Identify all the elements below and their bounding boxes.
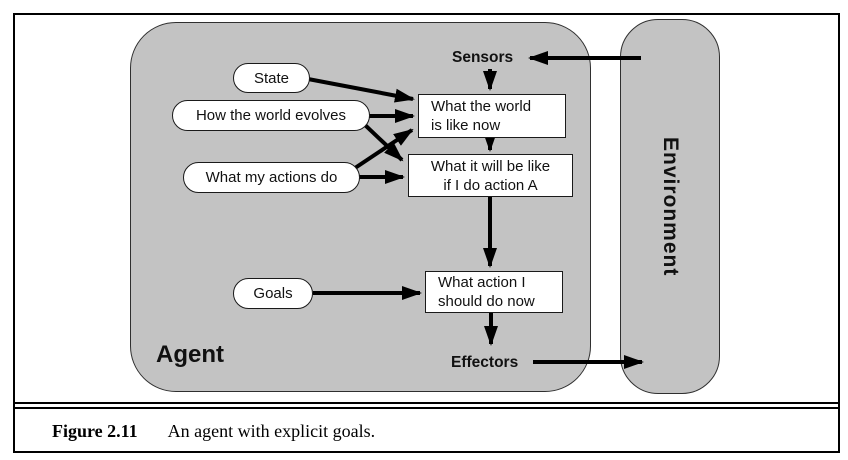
node-world-if-action-line1: What it will be like xyxy=(430,157,551,175)
node-what-actions-do: What my actions do xyxy=(183,162,360,193)
sensors-label: Sensors xyxy=(452,49,514,66)
environment-container: Environment xyxy=(620,19,720,394)
agent-container xyxy=(130,22,591,392)
node-goals-label: Goals xyxy=(253,285,293,302)
caption-separator-bottom xyxy=(13,407,840,409)
effectors-label: Effectors xyxy=(451,354,519,371)
node-what-actions-do-label: What my actions do xyxy=(205,169,338,186)
environment-label: Environment xyxy=(659,136,682,277)
figure-caption: Figure 2.11 An agent with explicit goals… xyxy=(52,421,375,442)
node-action-now-line2: should do now xyxy=(438,293,535,310)
node-how-world-evolves-label: How the world evolves xyxy=(195,107,347,124)
node-world-if-action-line2: if I do action A xyxy=(443,176,538,194)
node-state: State xyxy=(233,63,310,93)
node-world-now-line1: What the world xyxy=(431,98,532,115)
node-how-world-evolves: How the world evolves xyxy=(172,100,370,131)
caption-separator-top xyxy=(13,402,840,404)
node-action-now: What action I should do now xyxy=(425,271,563,313)
agent-label: Agent xyxy=(156,341,224,368)
figure-caption-text: An agent with explicit goals. xyxy=(167,421,376,441)
figure-caption-number: Figure 2.11 xyxy=(52,421,138,441)
node-action-now-line1: What action I xyxy=(438,274,526,291)
node-world-if-action: What it will be like if I do action A xyxy=(408,154,573,197)
node-world-now-line2: is like now xyxy=(431,117,501,134)
node-state-label: State xyxy=(253,69,290,87)
node-world-now: What the world is like now xyxy=(418,94,566,138)
node-goals: Goals xyxy=(233,278,313,309)
